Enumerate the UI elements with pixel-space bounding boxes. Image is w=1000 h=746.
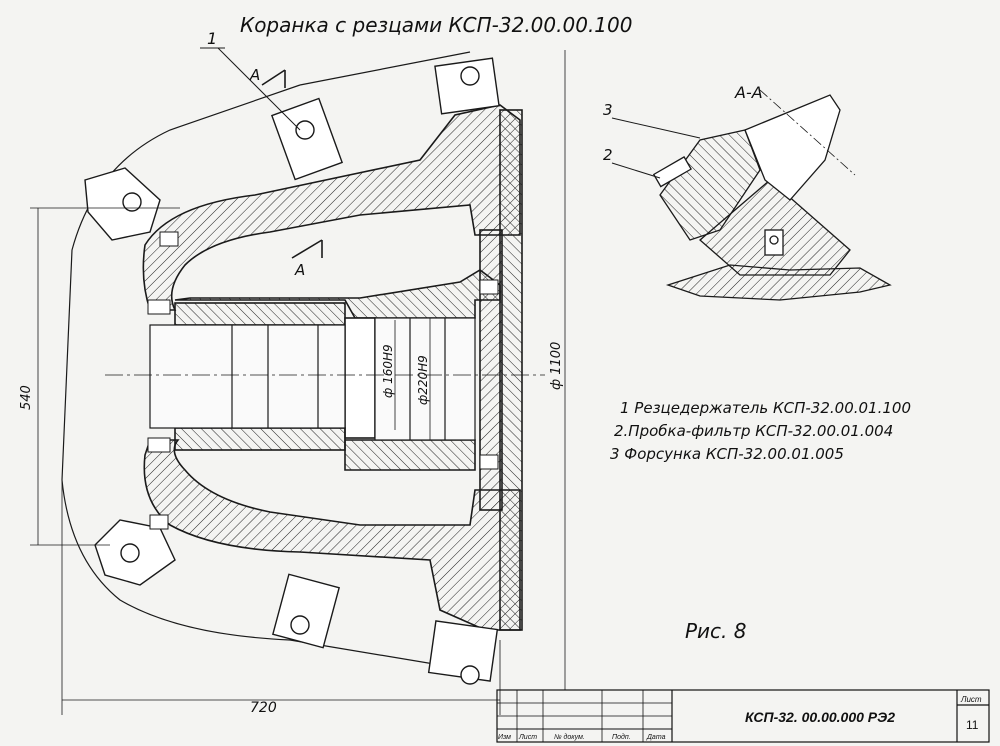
dimension-540 [30, 207, 180, 546]
dimension-width-text: 720 [250, 700, 277, 716]
drawing-title: Коранка с резцами КСП-32.00.00.100 [240, 13, 632, 37]
callout-1-leader [217, 47, 301, 131]
title-block-col-sign: Подп. [612, 733, 631, 741]
callout-1: 1 [207, 29, 217, 48]
callout-3: 3 [603, 101, 613, 119]
dimension-bore-large: ф220Н9 [416, 355, 430, 405]
bore [149, 317, 476, 441]
dimension-bore-small: ф 160Н9 [381, 344, 395, 398]
title-block-col-izm: Изм [498, 734, 511, 741]
legend-item-1: 1 Резцедержатель КСП-32.00.01.100 [620, 399, 911, 417]
sheet-label: Лист [960, 695, 982, 704]
section-view-label: А-А [734, 83, 763, 102]
dimension-720 [61, 480, 501, 715]
dimension-height-text: 540 [19, 385, 34, 410]
cutter-holders [84, 57, 500, 685]
document-designation: КСП-32. 00.00.000 РЭ2 [745, 709, 895, 725]
section-mark-top: А [249, 66, 260, 84]
dimension-outer-diameter: ф 1100 [549, 342, 564, 390]
sheet-number: 11 [966, 718, 979, 732]
callout-2: 2 [603, 146, 613, 164]
filter-plugs [147, 231, 499, 530]
legend-item-3: 3 Форсунка КСП-32.00.01.005 [610, 445, 844, 463]
section-mark-bottom: А [294, 261, 305, 279]
section-view-aa [652, 89, 892, 301]
section-cut-mark [261, 69, 323, 259]
title-block-col-doc: № докум. [554, 733, 585, 741]
title-block-col-date: Дата [646, 734, 666, 741]
legend-item-2: 2.Пробка-фильтр КСП-32.00.01.004 [614, 422, 893, 440]
title-block-col-list: Лист [518, 734, 537, 741]
title-block [496, 689, 990, 743]
figure-caption: Рис. 8 [685, 619, 747, 643]
